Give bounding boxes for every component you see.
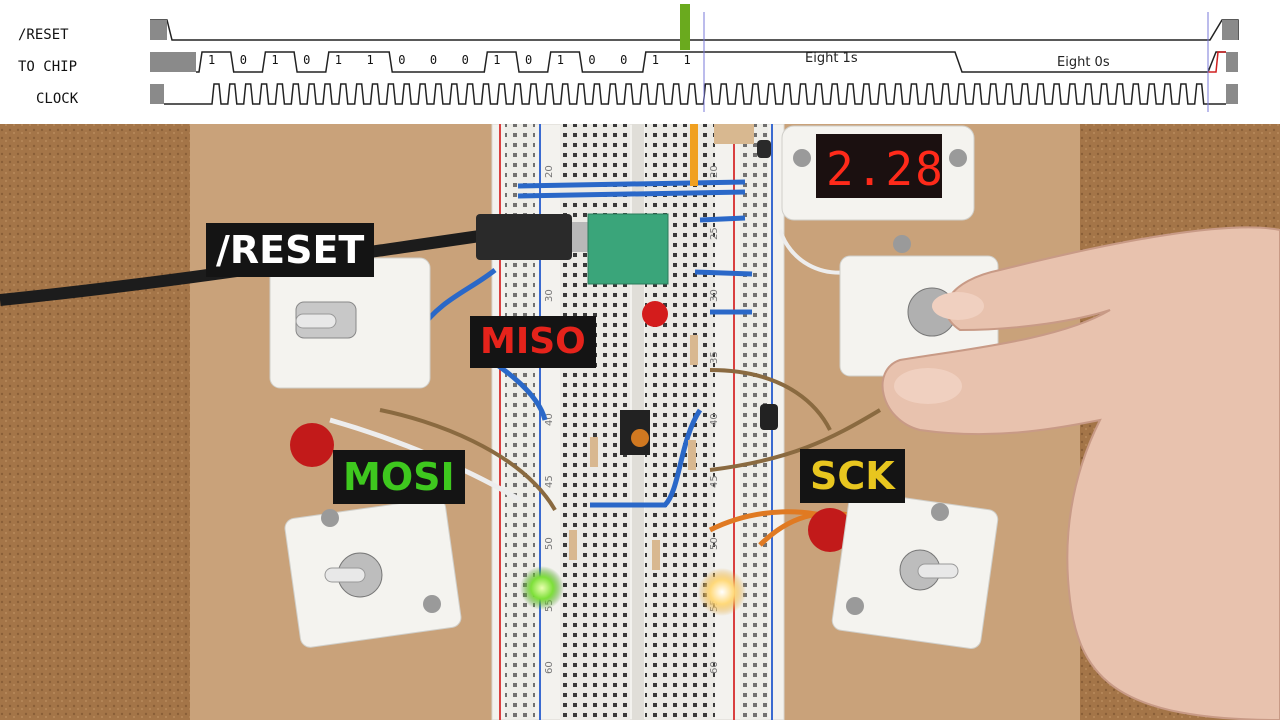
row-number: 35 xyxy=(709,351,720,364)
bit-label: 1 xyxy=(366,53,374,67)
voltmeter-screw-left xyxy=(793,149,811,167)
row-number: 60 xyxy=(709,661,720,674)
to-chip-hatch-right xyxy=(1226,52,1238,72)
brown-wire-mosi xyxy=(379,408,557,512)
bit-label: 0 xyxy=(461,53,469,67)
bit-label: 1 xyxy=(271,53,279,67)
mosi-label: MOSI xyxy=(333,450,465,504)
bit-label: 1 xyxy=(651,53,660,67)
bit-label: 1 xyxy=(334,53,343,67)
brown-wire-sck-2 xyxy=(709,408,882,472)
clock-hatch-left xyxy=(150,84,164,104)
brown-wire-sck-1 xyxy=(709,368,832,431)
timing-diagram: /RESET TO CHIP CLOCK 1 0 1 0 1 1 0 0 0 1 0 1 0 0 1 1 Ei… xyxy=(0,0,1280,124)
row-number: 45 xyxy=(544,475,555,488)
blue-jumper-4 xyxy=(694,269,753,277)
row-number: 30 xyxy=(544,289,555,302)
reset-signal-label: /RESET xyxy=(18,27,69,43)
voltmeter-reading: 2.28 xyxy=(826,142,945,196)
to-chip-trace xyxy=(196,51,1226,73)
clock-waveform xyxy=(164,83,1226,105)
blue-jumper-2 xyxy=(517,189,746,199)
to-chip-waveform xyxy=(196,51,1226,73)
waveforms xyxy=(150,4,1239,112)
row-number: 40 xyxy=(544,413,555,426)
blue-jumper-3 xyxy=(699,215,746,223)
rail-holes-left xyxy=(505,124,535,720)
reset-hatch-left xyxy=(150,20,167,40)
bit-label: 1 xyxy=(208,53,216,67)
resistor-3 xyxy=(690,335,698,365)
bit-label: 0 xyxy=(239,53,247,67)
yellow-led xyxy=(698,568,746,616)
clock-trace xyxy=(164,83,1226,105)
resistor-4 xyxy=(569,530,577,560)
miso-label: MISO xyxy=(470,316,596,368)
blue-wire-center xyxy=(590,408,703,508)
reset-hatch-right xyxy=(1222,20,1238,40)
resistor-5 xyxy=(652,540,660,570)
resistor-top xyxy=(714,124,754,144)
voltmeter-screw-right xyxy=(949,149,967,167)
mosi-switch[interactable] xyxy=(284,497,463,648)
bit-label: 0 xyxy=(620,53,628,67)
reset-switch[interactable] xyxy=(269,257,431,389)
sck-switch[interactable] xyxy=(831,490,999,650)
to-chip-hatch-left xyxy=(150,52,196,72)
to-chip-signal-label: TO CHIP xyxy=(18,59,78,75)
position-cursor[interactable] xyxy=(680,4,690,50)
row-number: 30 xyxy=(709,289,720,302)
row-number: 40 xyxy=(709,413,720,426)
reset-waveform xyxy=(150,19,1239,41)
red-led-right xyxy=(808,508,852,552)
resistor-1 xyxy=(590,437,598,467)
eight-zeros-label: Eight 0s xyxy=(1057,55,1110,70)
bit-label: 0 xyxy=(588,53,596,67)
terminal-holes-right xyxy=(645,124,715,720)
breadboard-photo: 202025253030353540404545505055556060 xyxy=(0,124,1280,720)
row-number: 25 xyxy=(709,227,720,240)
clock-hatch-right xyxy=(1226,84,1238,104)
electrolytic-capacitor-top xyxy=(757,140,771,158)
voltmeter-screen xyxy=(816,134,942,198)
bit-label: 0 xyxy=(303,53,311,67)
row-number: 50 xyxy=(709,537,720,550)
resistor-2 xyxy=(688,440,696,470)
bit-label: 0 xyxy=(429,53,438,67)
blue-jumper-1 xyxy=(517,179,746,189)
bit-label: 1 xyxy=(683,53,691,67)
capacitor-orange xyxy=(631,429,649,447)
red-led-board xyxy=(642,301,668,327)
to-chip-undefined-transition xyxy=(1208,51,1226,73)
clock-signal-label: CLOCK xyxy=(36,91,79,107)
usb-breakout-board xyxy=(587,213,669,285)
row-number: 20 xyxy=(544,165,555,178)
usb-plug xyxy=(476,214,572,260)
bit-label: 1 xyxy=(556,53,564,67)
row-number: 50 xyxy=(544,537,555,550)
green-led xyxy=(520,566,564,610)
orange-cursor-bar xyxy=(690,124,698,186)
row-number: 60 xyxy=(544,661,555,674)
red-led-left xyxy=(290,423,334,467)
sck-label: SCK xyxy=(800,449,905,503)
terminal-holes-left xyxy=(560,124,630,720)
row-number: 20 xyxy=(709,165,720,178)
reset-label: /RESET xyxy=(206,223,375,277)
electrolytic-capacitor xyxy=(760,404,778,430)
bit-label: 0 xyxy=(525,53,533,67)
hand xyxy=(881,226,1280,720)
row-number: 45 xyxy=(709,475,720,488)
eight-ones-label: Eight 1s xyxy=(805,51,858,66)
bit-label: 0 xyxy=(398,53,406,67)
bit-label: 1 xyxy=(493,53,501,67)
